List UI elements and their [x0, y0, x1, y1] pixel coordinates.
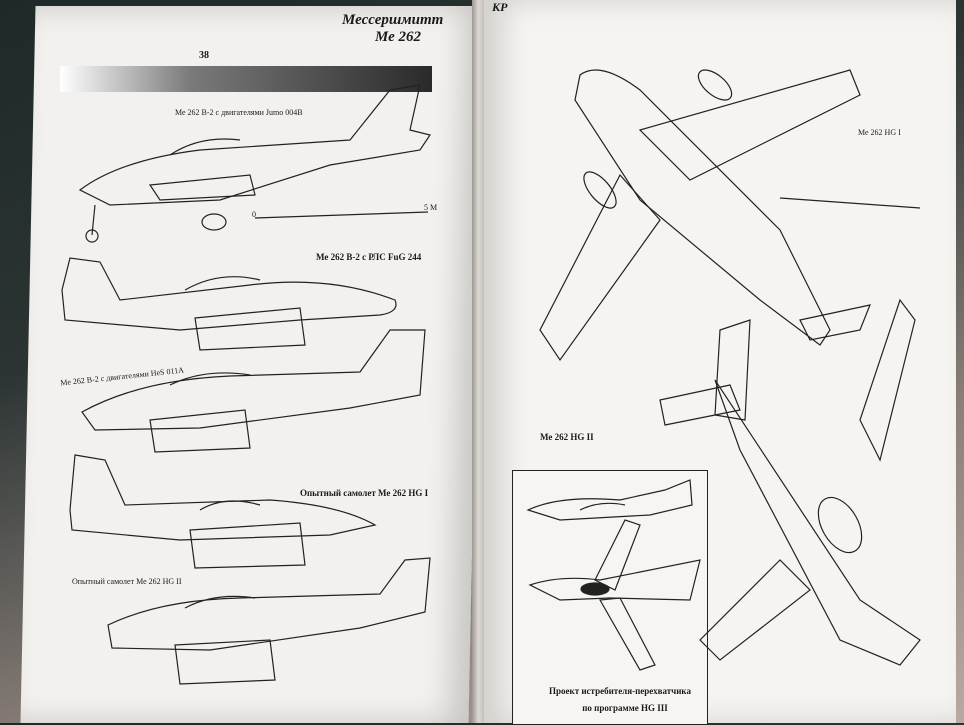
header-gradient-band [60, 66, 432, 92]
page-number: 38 [199, 50, 209, 61]
caption-hg2-right: Ме 262 HG II [540, 432, 594, 442]
caption-b2-radar: Ме 262 В-2 с РЛС FuG 244 [316, 252, 422, 262]
caption-hg1: Опытный самолет Ме 262 HG I [300, 488, 429, 498]
aircraft-hg1-plan-drawing [539, 69, 921, 362]
aircraft-hg2-plan-drawing [659, 298, 921, 666]
caption-b2-jumo: Ме 262 В-2 с двигателями Jumo 004B [175, 108, 303, 117]
scale-bar [254, 211, 429, 219]
aircraft-b2-radar-drawing [61, 257, 397, 351]
aircraft-hg1-side-drawing [69, 454, 377, 569]
scale-end-label: 5 M [424, 203, 438, 212]
hg3-side-drawing [526, 479, 693, 521]
scale-start-label: 0 [252, 210, 256, 219]
hg3-plan-drawing [528, 519, 701, 671]
caption-hg2-left: Опытный самолет Ме 262 HG II [72, 577, 182, 586]
caption-hg1-right: Ме 262 HG I [858, 128, 901, 137]
aircraft-b2-hes-drawing [81, 329, 426, 453]
aircraft-hg2-side-drawing [107, 557, 431, 685]
header-title: Мессершмитт [342, 12, 444, 28]
aircraft-b2-jumo-drawing [78, 84, 431, 243]
right-header-fragment: КР [492, 0, 508, 14]
inset-caption-line1: Проект истребителя-перехватчика [549, 686, 691, 696]
inset-caption-line2: по программе HG III [582, 703, 668, 713]
header-subtitle: Ме 262 [375, 29, 422, 45]
